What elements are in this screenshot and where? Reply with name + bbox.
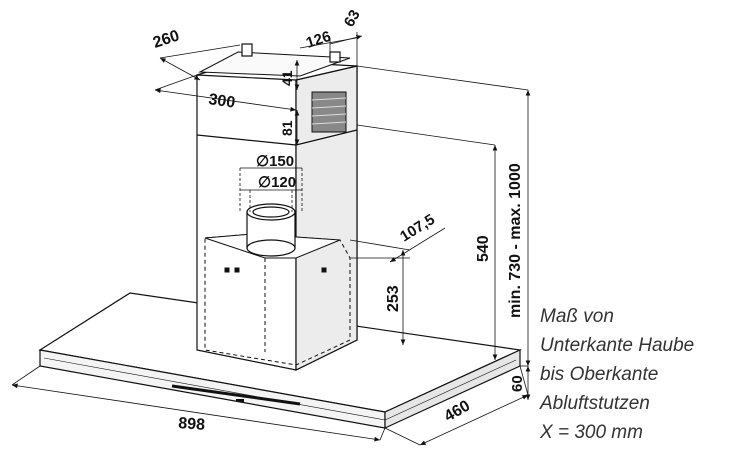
note-line-2: Unterkante Haube <box>540 335 695 356</box>
dim-300: 300 <box>207 91 236 112</box>
dimension-labels: 260 126 63 41 300 81 ∅150 ∅120 107,5 540… <box>151 7 526 434</box>
diameter-leaders <box>239 167 303 212</box>
dim-460: 460 <box>442 397 474 425</box>
dim-diameter-150: ∅150 <box>256 153 294 170</box>
vent-grille <box>311 91 347 133</box>
dimension-lines <box>11 32 531 446</box>
dim-107-5: 107,5 <box>397 211 438 245</box>
chimney-cover <box>196 43 358 371</box>
dim-126: 126 <box>304 28 333 52</box>
exhaust-outlet <box>246 203 296 257</box>
dim-min730-max1000: min. 730 - max. 1000 <box>507 163 524 318</box>
dim-260: 260 <box>151 27 182 51</box>
dim-diameter-120: ∅120 <box>258 174 296 191</box>
note-line-5: X = 300 mm <box>540 422 643 443</box>
note-line-1: Maß von <box>540 306 614 327</box>
dim-540: 540 <box>475 235 492 262</box>
dim-60: 60 <box>509 375 526 392</box>
dim-63: 63 <box>341 7 364 30</box>
note-line-3: bis Oberkante <box>540 364 659 385</box>
dim-81: 81 <box>279 120 295 136</box>
dim-41: 41 <box>279 70 295 86</box>
measurement-note: Maß von Unterkante Haube bis Oberkante A… <box>540 302 694 447</box>
dim-898: 898 <box>178 415 206 434</box>
note-line-4: Abluftstutzen <box>540 393 650 414</box>
dim-253: 253 <box>385 285 402 312</box>
